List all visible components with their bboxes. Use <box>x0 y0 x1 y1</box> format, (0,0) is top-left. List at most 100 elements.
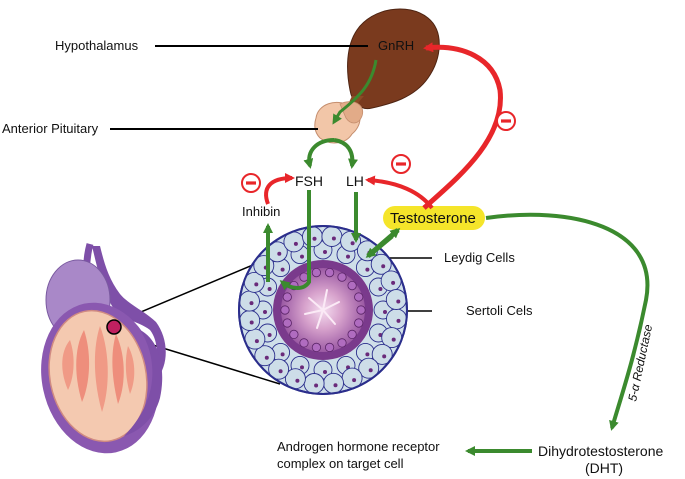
leydig-nucleus <box>278 369 283 374</box>
leydig-cell <box>386 308 407 330</box>
minus-circle-icon <box>241 173 261 193</box>
leydig-nucleus <box>365 267 370 272</box>
germ-cell <box>354 318 364 328</box>
germ-cell <box>347 329 357 339</box>
leydig-nucleus <box>280 352 285 357</box>
testosterone-to-hypothalamus-inhibition <box>422 42 503 210</box>
leydig-nucleus <box>300 254 304 259</box>
receptor-label-line1: Androgen hormone receptor <box>277 439 440 454</box>
germ-cell <box>299 338 309 348</box>
zoom-origin-circle <box>106 319 122 335</box>
leydig-cell <box>254 345 276 367</box>
lobule-5 <box>125 346 135 394</box>
leydig-nucleus <box>333 383 338 388</box>
leydig-nucleus <box>249 301 254 306</box>
inhibin-to-fsh-inhibition <box>264 173 295 205</box>
minus-circle-icon <box>496 111 516 131</box>
leydig-nucleus <box>378 287 383 291</box>
leydig-nucleus <box>381 264 386 269</box>
seminiferous-tubule-section <box>238 225 408 395</box>
leydig-nucleus <box>254 339 259 344</box>
leydig-nucleus <box>346 254 350 259</box>
lobule-4 <box>112 334 124 404</box>
leydig-nucleus <box>383 310 387 314</box>
germ-cell <box>324 342 335 352</box>
leydig-nucleus <box>396 318 401 323</box>
lh-label: LH <box>346 173 364 189</box>
germ-cell <box>356 305 366 315</box>
pituitary-to-fsh-arrow <box>303 138 335 169</box>
leydig-nucleus <box>323 370 327 374</box>
germ-cell <box>289 329 299 339</box>
germ-cell <box>299 272 309 282</box>
leydig-nucleus <box>323 250 327 254</box>
germ-cell <box>324 267 335 278</box>
testosterone-to-lh-inhibition <box>365 175 434 210</box>
leydig-nucleus <box>391 280 396 285</box>
testosterone-to-dht-arrow <box>485 212 650 431</box>
pituitary-to-lh-arrow <box>333 138 358 169</box>
lobule-1 <box>62 340 74 390</box>
fsh-label: FSH <box>295 173 323 189</box>
anterior-pituitary-label: Anterior Pituitary <box>2 121 99 136</box>
leydig-nucleus <box>293 241 298 246</box>
leydig-nucleus <box>365 352 370 357</box>
germ-cell <box>282 318 292 328</box>
leydig-cell <box>385 289 407 310</box>
leydig-nucleus <box>382 354 387 359</box>
leydig-nucleus <box>249 320 254 325</box>
leydig-nucleus <box>267 333 272 337</box>
receptor-label-line2: complex on target cell <box>277 456 404 471</box>
leydig-cells-label: Leydig Cells <box>444 250 515 265</box>
lobule-2 <box>76 330 90 402</box>
leydig-nucleus <box>300 365 304 370</box>
leydig-nucleus <box>295 378 300 383</box>
germ-cell <box>282 292 292 302</box>
germ-cell <box>347 280 357 291</box>
germ-cell <box>311 342 321 352</box>
leydig-cell <box>321 226 343 247</box>
germ-cell <box>354 292 364 302</box>
testosterone-highlight <box>383 206 485 230</box>
leydig-nucleus <box>263 310 267 314</box>
gnrh-label: GnRH <box>378 38 414 53</box>
leydig-nucleus <box>391 337 396 342</box>
leydig-nucleus <box>280 267 285 272</box>
epididymis-tail <box>124 330 163 436</box>
leydig-nucleus <box>312 236 317 241</box>
leydig-nucleus <box>277 251 282 256</box>
leydig-nucleus <box>267 287 272 291</box>
leydig-nucleus <box>352 378 357 383</box>
leydig-nucleus <box>254 282 259 287</box>
leydig-from-testosterone-arrow <box>365 234 394 258</box>
leydig-cell <box>371 343 393 365</box>
hypothalamus-shape <box>347 8 440 110</box>
fsh-to-sertoli-arrow <box>279 190 311 291</box>
spermatic-cord <box>92 246 166 380</box>
leydig-cell <box>358 357 380 379</box>
sertoli-cells-label: Sertoli Cels <box>466 303 533 318</box>
germ-cell <box>280 305 290 315</box>
minus-circle-icon <box>391 154 411 174</box>
dht-label-line1: Dihydrotestosterone <box>538 443 664 459</box>
leydig-cell <box>239 310 261 331</box>
germ-cell <box>311 267 321 278</box>
leydig-nucleus <box>396 299 401 304</box>
lobule-3 <box>94 326 108 412</box>
leydig-nucleus <box>314 383 319 388</box>
leydig-cell <box>323 372 344 394</box>
lumen-streaks <box>304 289 340 329</box>
inhibin-label: Inhibin <box>242 204 280 219</box>
testosterone-label: Testosterone <box>390 210 476 227</box>
germ-cell <box>337 272 347 282</box>
leydig-nucleus <box>331 236 336 241</box>
testis-illustration <box>41 243 166 454</box>
dht-label-line2: (DHT) <box>585 460 623 476</box>
leydig-cell <box>303 373 325 394</box>
hypothalamus-label: Hypothalamus <box>55 38 139 53</box>
leydig-cell <box>302 226 323 248</box>
leydig-nucleus <box>350 241 355 246</box>
leydig-cell <box>370 253 392 275</box>
leydig-nucleus <box>264 355 269 360</box>
